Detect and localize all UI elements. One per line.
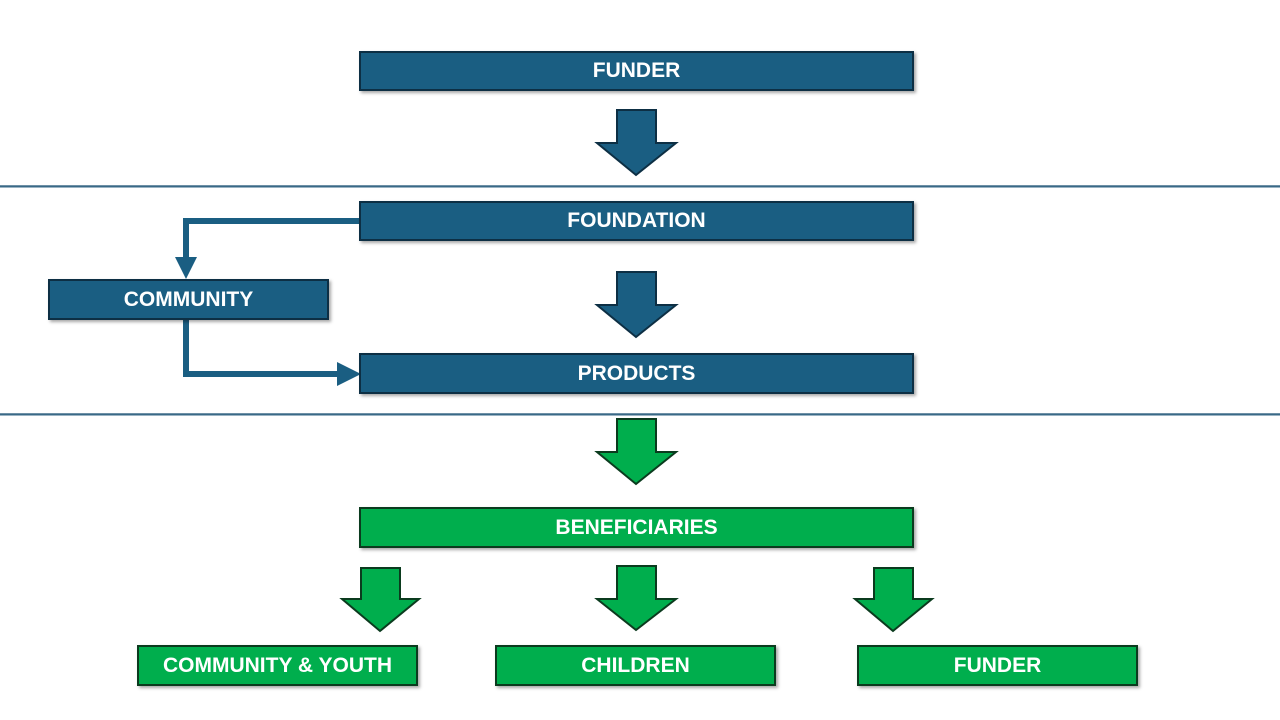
to-children-arrow [594, 565, 679, 632]
section-divider-top [0, 185, 1280, 188]
products-box: PRODUCTS [359, 353, 914, 394]
foundation-to-products-arrow [594, 271, 679, 339]
community-label: COMMUNITY [123, 287, 254, 311]
to-community-youth-arrow [339, 567, 422, 633]
funder-bottom-box: FUNDER [857, 645, 1138, 686]
foundation-to-community-connector [175, 218, 360, 279]
funder-to-foundation-arrow [594, 109, 679, 177]
children-label: CHILDREN [581, 653, 690, 677]
to-funder-bottom-arrow [852, 567, 935, 633]
community-youth-label: COMMUNITY & YOUTH [162, 653, 393, 677]
beneficiaries-label: BENEFICIARIES [555, 515, 718, 539]
community-box: COMMUNITY [48, 279, 329, 320]
funder-top-label: FUNDER [592, 59, 681, 82]
section-divider-bottom [0, 413, 1280, 416]
children-box: CHILDREN [495, 645, 776, 686]
foundation-box: FOUNDATION [359, 201, 914, 241]
foundation-label: FOUNDATION [567, 209, 706, 232]
community-youth-box: COMMUNITY & YOUTH [137, 645, 418, 686]
funder-top-box: FUNDER [359, 51, 914, 91]
products-to-beneficiaries-arrow [594, 418, 679, 486]
community-to-products-connector [183, 319, 361, 386]
beneficiaries-box: BENEFICIARIES [359, 507, 914, 548]
funder-bottom-label: FUNDER [953, 653, 1042, 677]
products-label: PRODUCTS [577, 361, 696, 385]
